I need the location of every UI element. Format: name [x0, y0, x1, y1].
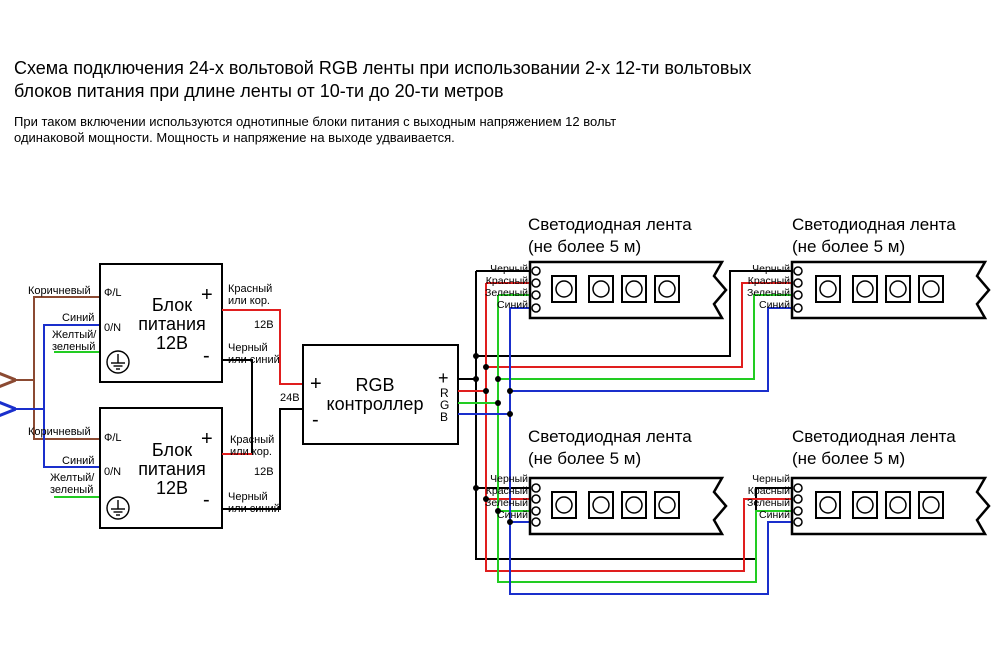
strip-2-length: (не более 5 м) [792, 237, 905, 256]
psu-2: Ф/L 0/N Блок питания 12В + - [99, 407, 223, 529]
black-label-1b: или синий [228, 354, 280, 366]
strip-4-wire-black: Черный [752, 473, 790, 485]
strip-1-wire-blue: Синий [497, 299, 528, 311]
red-label-1a: Красный [228, 283, 272, 295]
strip-1-wire-green: Зеленый [485, 287, 528, 299]
v12-label-2: 12В [254, 466, 274, 478]
note-line-2: одинаковой мощности. Мощность и напряжен… [14, 130, 455, 145]
strip-2-wire-red: Красный [748, 275, 790, 287]
psu-2-name-3: 12В [156, 478, 188, 498]
strip-1-length: (не более 5 м) [528, 237, 641, 256]
controller-out-g: G [440, 398, 449, 412]
strip-3-title: Светодиодная лента [528, 427, 692, 446]
strip-2-wire-green: Зеленый [747, 287, 790, 299]
black-label-2b: или синий [228, 503, 280, 515]
strip-2-wire-black: Черный [752, 263, 790, 275]
mains-labels: Коричневый Синий Желтый/ зеленый Коричне… [28, 285, 97, 496]
psu-output-labels: Красный или кор. 12В Черный или синий Кр… [228, 283, 300, 515]
black-label-1a: Черный [228, 342, 268, 354]
strip-3-wire-red: Красный [486, 485, 528, 497]
strip-4-wire-red: Красный [748, 485, 790, 497]
controller-out-r: R [440, 386, 449, 400]
blue-label-bottom: Синий [62, 455, 94, 467]
strip-3-wire-green: Зеленый [485, 497, 528, 509]
controller-name-2: контроллер [327, 394, 424, 414]
ground-icon [106, 496, 130, 520]
psu-2-minus: - [203, 489, 210, 511]
title-line-1: Схема подключения 24-х вольтовой RGB лен… [14, 58, 752, 78]
strip-1-wire-black: Черный [490, 263, 528, 275]
blue-wire [43, 324, 100, 468]
psu-1-name-2: питания [138, 314, 206, 334]
title-line-2: блоков питания при длине ленты от 10-ти … [14, 81, 504, 101]
v12-label-1: 12В [254, 319, 274, 331]
ground-label-bottom-1: Желтый/ [50, 472, 95, 484]
controller-plus-in: + [310, 373, 322, 395]
psu-1-plus: + [201, 284, 213, 306]
psu-2-neutral: 0/N [104, 466, 121, 478]
strip-bottom-left: Светодиодная лента (не более 5 м) Черный… [485, 427, 728, 536]
mains-wiring [14, 296, 100, 498]
junction-dots [473, 353, 513, 525]
rgb-controller: RGB контроллер + - + R G B [302, 344, 459, 445]
strip-2-title: Светодиодная лента [792, 215, 956, 234]
controller-name-1: RGB [355, 375, 394, 395]
psu-2-plus: + [201, 428, 213, 450]
ground-label-bottom-2: зеленый [50, 484, 93, 496]
psu-1-phase: Ф/L [104, 287, 122, 299]
psu-2-name-1: Блок [152, 440, 192, 460]
diagram-title: Схема подключения 24-х вольтовой RGB лен… [14, 57, 914, 103]
diagram-note: При таком включении используются однотип… [14, 114, 834, 146]
strip-3-wire-blue: Синий [497, 509, 528, 521]
blue-label-top: Синий [62, 312, 94, 324]
psu-1: Ф/L 0/N Блок питания 12В + - [99, 263, 223, 383]
strip-1-wire-red: Красный [486, 275, 528, 287]
brown-label-top: Коричневый [28, 285, 91, 297]
strip-4-wire-green: Зеленый [747, 497, 790, 509]
strip-3-length: (не более 5 м) [528, 449, 641, 468]
strip-top-left: Светодиодная лента (не более 5 м) Черный… [485, 215, 728, 320]
brown-label-bottom: Коричневый [28, 426, 91, 438]
strip-4-title: Светодиодная лента [792, 427, 956, 446]
psu-output-wiring [222, 309, 303, 510]
strip-top-right: Светодиодная лента (не более 5 м) Черный… [747, 215, 991, 320]
strip-1-title: Светодиодная лента [528, 215, 692, 234]
strip-4-wire-blue: Синий [759, 509, 790, 521]
controller-out-plus: + [438, 368, 449, 388]
controller-minus-in: - [312, 409, 319, 431]
brown-wire [33, 296, 100, 440]
black-label-2a: Черный [228, 491, 268, 503]
red-label-2b: или кор. [230, 446, 272, 458]
strip-3-wire-black: Черный [490, 473, 528, 485]
psu-2-phase: Ф/L [104, 432, 122, 444]
psu-1-minus: - [203, 345, 210, 367]
ground-label-top-2: зеленый [52, 341, 95, 353]
ground-label-top-1: Желтый/ [52, 329, 97, 341]
psu-1-name-3: 12В [156, 333, 188, 353]
psu-1-neutral: 0/N [104, 322, 121, 334]
red-label-2a: Красный [230, 434, 274, 446]
controller-out-b: B [440, 410, 448, 424]
psu-1-name-1: Блок [152, 295, 192, 315]
strip-bottom-right: Светодиодная лента (не более 5 м) Черный… [747, 427, 991, 536]
strip-4-length: (не более 5 м) [792, 449, 905, 468]
note-line-1: При таком включении используются однотип… [14, 114, 617, 129]
strip-2-wire-blue: Синий [759, 299, 790, 311]
ground-icon [106, 350, 130, 374]
v24-label: 24В [280, 392, 300, 404]
psu-2-name-2: питания [138, 459, 206, 479]
red-label-1b: или кор. [228, 295, 270, 307]
